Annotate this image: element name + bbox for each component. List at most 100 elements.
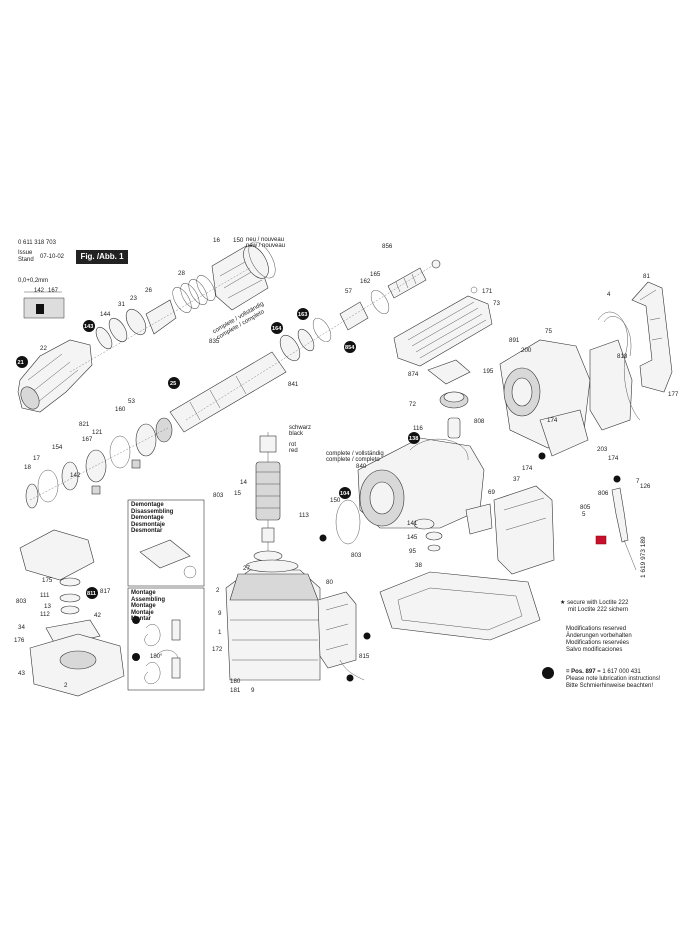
modifications-es: Salvo modificaciones <box>566 647 623 653</box>
svg-text:7: 7 <box>636 478 640 485</box>
assembly-es: Montaje <box>131 609 154 616</box>
svg-text:143: 143 <box>84 324 93 330</box>
svg-text:121: 121 <box>92 429 103 436</box>
svg-text:815: 815 <box>359 653 370 660</box>
svg-text:817: 817 <box>100 588 111 595</box>
switch-module <box>317 591 365 681</box>
svg-text:200: 200 <box>521 347 532 354</box>
assembly-de: Montage <box>131 590 156 596</box>
svg-text:72: 72 <box>409 401 416 408</box>
svg-text:164: 164 <box>272 326 282 332</box>
svg-text:5: 5 <box>582 511 586 518</box>
svg-text:141: 141 <box>407 520 418 527</box>
svg-text:126: 126 <box>640 483 651 490</box>
loctite-note: ★ secure with Loctite 222 mit Loctite 22… <box>560 600 628 614</box>
svg-text:2: 2 <box>216 587 220 594</box>
svg-text:835: 835 <box>209 338 220 345</box>
svg-text:31: 31 <box>118 301 125 308</box>
svg-text:181: 181 <box>230 687 241 694</box>
disassembly-en: Disassembling <box>131 508 174 515</box>
svg-text:17: 17 <box>33 455 40 462</box>
svg-text:1: 1 <box>218 629 222 636</box>
svg-text:163: 163 <box>298 312 307 318</box>
gap-part-1: 142 <box>34 288 45 294</box>
svg-text:142: 142 <box>70 472 81 479</box>
star-icon: ★ <box>560 600 566 606</box>
svg-text:180: 180 <box>230 678 241 685</box>
gear-group <box>427 359 471 439</box>
modifications-de: Änderungen vorbehalten <box>566 633 632 639</box>
hammer-tube <box>169 259 441 433</box>
lubrication-de: Bitte Schmierhinweise beachten! <box>566 683 654 689</box>
svg-text:165: 165 <box>370 271 381 278</box>
svg-text:22: 22 <box>40 345 47 352</box>
svg-text:28: 28 <box>178 270 185 277</box>
rear-handle <box>631 281 673 393</box>
svg-text:803: 803 <box>16 598 27 605</box>
svg-text:175: 175 <box>42 577 53 584</box>
svg-text:21: 21 <box>18 360 24 366</box>
svg-text:95: 95 <box>409 548 416 555</box>
stator-housing <box>225 559 321 681</box>
svg-text:112: 112 <box>40 611 50 618</box>
svg-text:9: 9 <box>218 610 222 617</box>
svg-text:2: 2 <box>64 682 68 689</box>
document-number: 1 619 973 189 <box>640 536 647 578</box>
svg-text:160: 160 <box>115 406 126 413</box>
motor-housing-rear <box>499 311 641 457</box>
label-neu-nouveau: neu / nouveau <box>246 237 285 243</box>
svg-text:891: 891 <box>509 337 520 344</box>
disassembly-pt: Desmontar <box>131 528 163 534</box>
svg-text:172: 172 <box>212 646 223 653</box>
svg-text:203: 203 <box>597 446 608 453</box>
svg-text:104: 104 <box>340 491 350 497</box>
svg-text:840: 840 <box>356 463 367 470</box>
label-schwarz: schwarz <box>289 425 312 431</box>
svg-text:69: 69 <box>488 489 495 496</box>
svg-text:113: 113 <box>299 512 309 519</box>
label-new-nouveau: new / nouveau <box>246 243 286 249</box>
svg-text:803: 803 <box>213 492 224 499</box>
cable-assembly <box>595 487 637 571</box>
svg-text:25: 25 <box>170 381 176 387</box>
assembly-en: Assembling <box>131 596 166 603</box>
svg-text:805: 805 <box>580 504 591 511</box>
svg-text:9: 9 <box>251 687 255 694</box>
part-number: 0 611 318 703 <box>18 240 56 246</box>
pos-number: 897 <box>585 669 596 675</box>
svg-text:818: 818 <box>617 353 628 360</box>
assembly-box <box>127 587 205 691</box>
svg-text:81: 81 <box>643 273 650 280</box>
svg-text:4: 4 <box>607 291 611 298</box>
clutch-group <box>25 417 173 509</box>
svg-text:18: 18 <box>24 464 31 471</box>
svg-text:841: 841 <box>288 381 299 388</box>
svg-text:856: 856 <box>382 243 393 250</box>
svg-text:874: 874 <box>408 371 419 378</box>
assembly-pt: Montar <box>131 616 151 622</box>
assembly-fr: Montage <box>131 603 156 609</box>
armature <box>253 432 283 562</box>
svg-text:803: 803 <box>351 552 362 559</box>
issue-label: Issue <box>18 250 33 256</box>
side-cover <box>465 485 555 575</box>
svg-text:174: 174 <box>522 465 533 472</box>
modifications-en: Modifications reserved <box>566 626 627 632</box>
svg-text:80: 80 <box>326 579 333 586</box>
lubrication-en: Please note lubrication instructions! <box>566 676 661 682</box>
assembly-title: Montage Assembling Montage Montaje Monta… <box>131 590 165 623</box>
disassembly-de: Demontage <box>131 502 164 508</box>
top-cover <box>393 286 493 367</box>
svg-text:150: 150 <box>330 497 341 504</box>
svg-text:162: 162 <box>360 278 371 285</box>
svg-text:37: 37 <box>513 476 520 483</box>
disassembly-es: Desmontaje <box>131 521 166 528</box>
svg-text:111: 111 <box>40 592 50 599</box>
issue-date: 07-10-02 <box>40 254 65 260</box>
lower-gear-housing <box>19 529 125 697</box>
svg-text:73: 73 <box>493 300 500 307</box>
svg-text:806: 806 <box>598 490 609 497</box>
lubrication-note: = Pos. 897 = 1 617 000 431 Please note l… <box>566 669 660 690</box>
svg-text:174: 174 <box>608 455 619 462</box>
